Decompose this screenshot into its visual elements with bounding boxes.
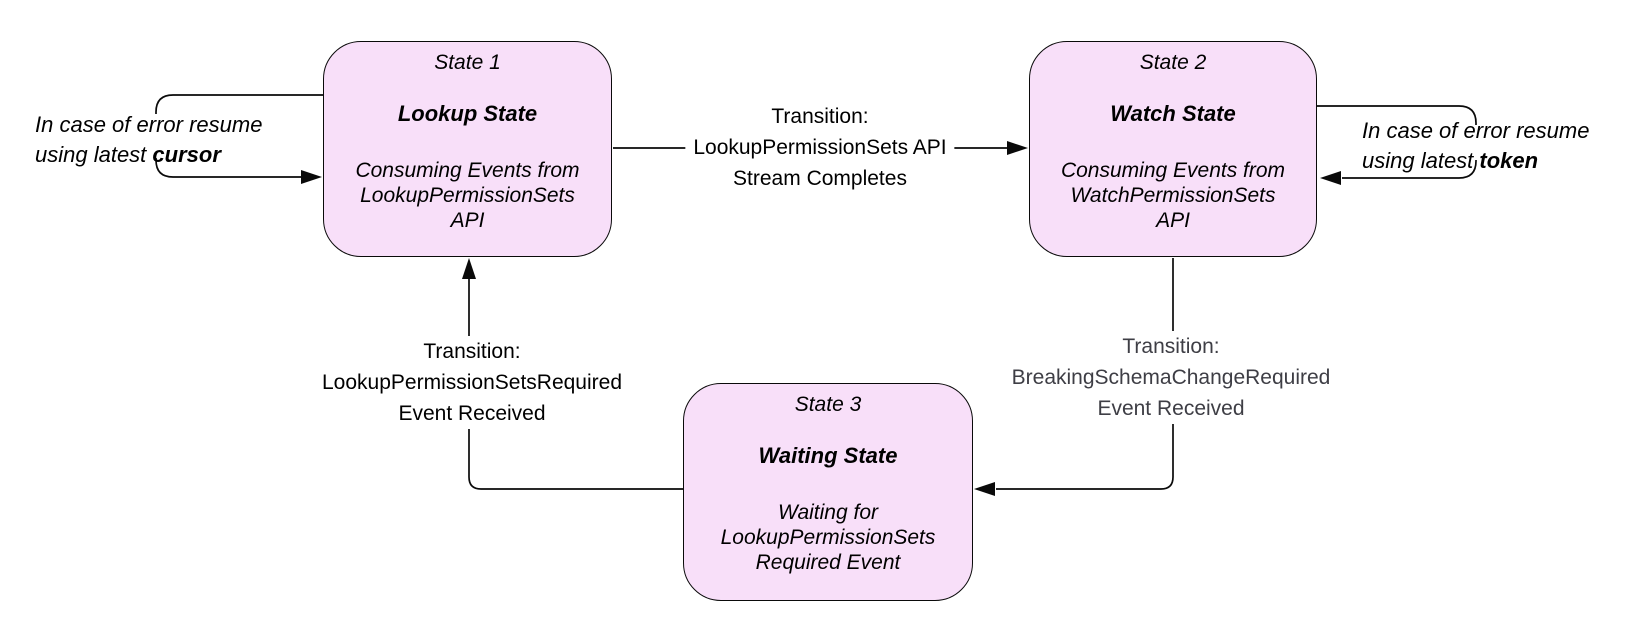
error-note-token: In case of error resume using latest tok…: [1362, 116, 1589, 176]
transition-label-line: Event Received: [1097, 397, 1245, 420]
transition-label-line: Transition:: [771, 105, 869, 128]
arrowhead-into-state-3-right: [974, 482, 995, 496]
state-2-description: Consuming Events from WatchPermissionSet…: [1060, 159, 1286, 232]
error-loop-token-arrow: [1317, 105, 1477, 185]
transition-label-line: Transition:: [423, 340, 521, 363]
state-3-description: Waiting for LookupPermissionSets Require…: [720, 501, 936, 574]
state-3-name: Waiting State: [758, 443, 898, 468]
error-note-line: using latest token: [1362, 146, 1589, 176]
transition-label-lookup-required: Transition: LookupPermissionSetsRequired…: [314, 336, 630, 429]
state-1-title: State 1: [434, 51, 501, 74]
error-note-text: using latest: [1362, 148, 1480, 173]
state-node-watch: State 2 Watch State Consuming Events fro…: [1029, 41, 1317, 257]
error-note-line: In case of error resume: [35, 112, 263, 137]
transition-label-line: Stream Completes: [733, 167, 907, 190]
error-note-line: In case of error resume: [1362, 118, 1590, 143]
transition-label-line: LookupPermissionSetsRequired: [322, 371, 622, 394]
arrowhead-into-state-2-left: [1007, 141, 1028, 155]
state-3-title: State 3: [794, 393, 862, 416]
transition-label-breaking-schema-change: Transition: BreakingSchemaChangeRequired…: [1003, 331, 1339, 424]
state-2-name: Watch State: [1110, 101, 1236, 126]
state-node-lookup: State 1 Lookup State Consuming Events fr…: [323, 41, 612, 257]
error-note-emphasis: token: [1479, 148, 1539, 173]
transition-2-3-arrow: [974, 258, 1174, 496]
arrowhead-into-state-1-left: [301, 170, 322, 184]
arrowhead-into-state-2-right: [1320, 171, 1341, 185]
error-note-emphasis: cursor: [152, 142, 221, 167]
transition-label-stream-completes: Transition: LookupPermissionSets API Str…: [685, 101, 955, 194]
transition-3-1-arrow: [462, 258, 683, 490]
transition-label-line: BreakingSchemaChangeRequired: [1011, 366, 1331, 389]
state-1-description: Consuming Events from LookupPermissionSe…: [355, 159, 580, 232]
state-1-name: Lookup State: [397, 101, 538, 126]
error-note-cursor: In case of error resume using latest cur…: [35, 110, 262, 170]
error-loop-cursor-arrow: [155, 94, 323, 184]
state-2-title: State 2: [1139, 51, 1207, 74]
transition-label-line: Event Received: [398, 402, 546, 425]
transition-label-line: Transition:: [1122, 335, 1220, 358]
error-note-line: using latest cursor: [35, 140, 262, 170]
error-note-text: using latest: [35, 142, 153, 167]
state-node-waiting: State 3 Waiting State Waiting for Lookup…: [683, 383, 973, 601]
arrowhead-into-state-1-bottom: [462, 258, 476, 279]
transition-label-line: LookupPermissionSets API: [693, 136, 947, 159]
